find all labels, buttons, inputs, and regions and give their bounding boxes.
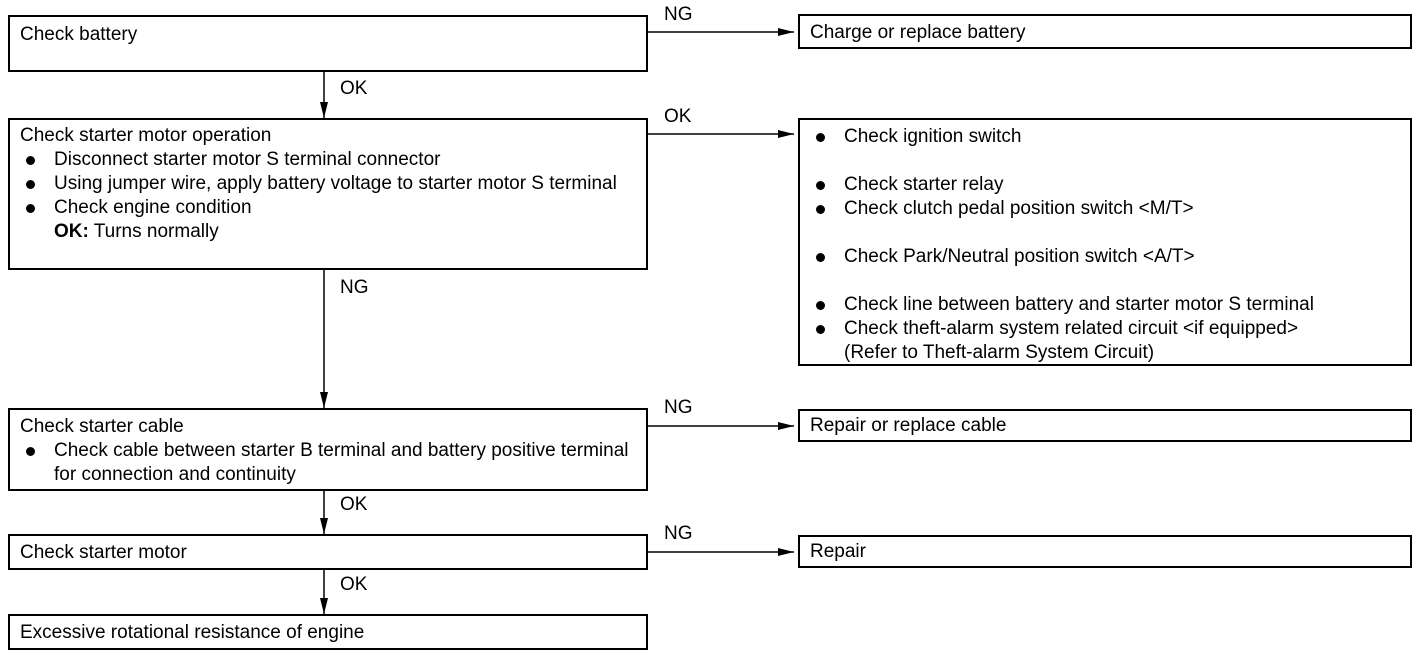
ok-condition: OK: Turns normally bbox=[20, 220, 636, 244]
bullet-icon bbox=[816, 325, 825, 334]
step-bullets: Check cable between starter B terminal a… bbox=[20, 439, 636, 487]
step-bullets: Disconnect starter motor S terminal conn… bbox=[20, 148, 636, 220]
label-ok-motor: OK bbox=[340, 574, 368, 595]
bullet-icon bbox=[26, 156, 35, 165]
result-text: Charge or replace battery bbox=[810, 22, 1026, 43]
step-check-starter-motor-operation: Check starter motor operation Disconnect… bbox=[8, 118, 648, 270]
result-charge-battery: Charge or replace battery bbox=[798, 14, 1412, 49]
ok-condition-text: Turns normally bbox=[93, 221, 219, 242]
result-text: Repair bbox=[810, 541, 866, 562]
step-check-starter-cable: Check starter cable Check cable between … bbox=[8, 408, 648, 491]
result-operation-checks: Check ignition switch Check starter rela… bbox=[798, 118, 1412, 366]
step-check-battery: Check battery bbox=[8, 15, 648, 72]
bullet-item: Check line between battery and starter m… bbox=[810, 293, 1400, 317]
bullet-icon bbox=[816, 181, 825, 190]
label-ng-cable: NG bbox=[664, 397, 693, 418]
bullet-item: Disconnect starter motor S terminal conn… bbox=[20, 148, 636, 172]
step-title: Check starter motor operation bbox=[20, 125, 272, 146]
result-repair: Repair bbox=[798, 535, 1412, 568]
result-repair-cable: Repair or replace cable bbox=[798, 409, 1412, 442]
label-ok-operation: OK bbox=[664, 106, 692, 127]
bullet-item: Check clutch pedal position switch <M/T> bbox=[810, 197, 1400, 221]
bullet-item: Check cable between starter B terminal a… bbox=[20, 439, 636, 487]
bullet-icon bbox=[816, 301, 825, 310]
bullet-icon bbox=[816, 133, 825, 142]
step-check-starter-motor: Check starter motor bbox=[8, 534, 648, 570]
step-excessive-resistance: Excessive rotational resistance of engin… bbox=[8, 614, 648, 650]
result-text: Repair or replace cable bbox=[810, 415, 1007, 436]
label-ok-cable: OK bbox=[340, 494, 368, 515]
bullet-icon bbox=[26, 447, 35, 456]
label-ng-operation: NG bbox=[340, 277, 369, 298]
bullet-item: Using jumper wire, apply battery voltage… bbox=[20, 172, 636, 196]
step-title: Check battery bbox=[20, 24, 138, 45]
bullet-item: Check engine condition bbox=[20, 196, 636, 220]
bullet-icon bbox=[816, 253, 825, 262]
bullet-icon bbox=[816, 205, 825, 214]
bullet-icon bbox=[26, 204, 35, 213]
result-note: (Refer to Theft-alarm System Circuit) bbox=[844, 342, 1155, 363]
bullet-icon bbox=[26, 180, 35, 189]
step-title: Check starter motor bbox=[20, 542, 187, 563]
label-ng-motor: NG bbox=[664, 523, 693, 544]
bullet-item: Check theft-alarm system related circuit… bbox=[810, 317, 1400, 341]
step-title: Excessive rotational resistance of engin… bbox=[20, 622, 365, 643]
result-bullets: Check ignition switch Check starter rela… bbox=[810, 125, 1400, 341]
step-title: Check starter cable bbox=[20, 416, 184, 437]
bullet-item: Check Park/Neutral position switch <A/T> bbox=[810, 245, 1400, 269]
label-ok-battery: OK bbox=[340, 78, 368, 99]
ok-condition-label: OK: bbox=[54, 221, 89, 242]
bullet-item: Check ignition switch bbox=[810, 125, 1400, 149]
label-ng-battery: NG bbox=[664, 4, 693, 25]
bullet-item: Check starter relay bbox=[810, 173, 1400, 197]
